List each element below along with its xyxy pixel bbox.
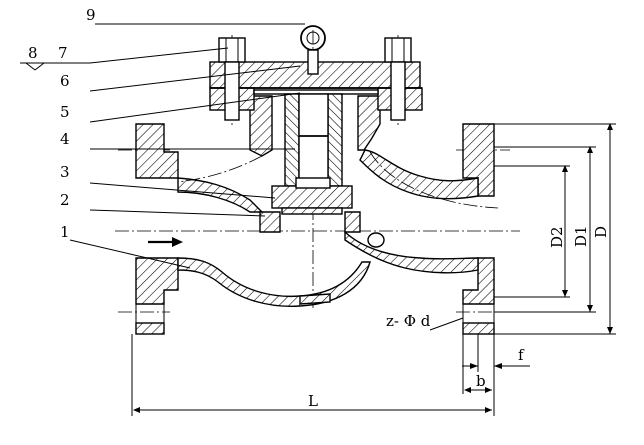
- part-numbers: 9 8 7 6 5 4 3 2 1: [28, 6, 96, 241]
- eye-bolt: [300, 25, 326, 75]
- part-label-5: 5: [60, 103, 70, 121]
- dim-label-D1: D1: [572, 225, 590, 247]
- right-flange: [462, 123, 495, 335]
- part-label-2: 2: [60, 191, 70, 209]
- part-label-1: 1: [60, 223, 70, 241]
- dim-label-D2: D2: [548, 226, 566, 248]
- dim-label-bolt-holes: z- Φ d: [386, 312, 431, 330]
- dim-label-b: b: [476, 372, 486, 390]
- dim-label-L: L: [308, 392, 318, 410]
- leader-lines: [20, 23, 464, 331]
- left-flange: [135, 123, 179, 335]
- dim-label-D: D: [592, 226, 610, 238]
- part-label-3: 3: [60, 163, 70, 181]
- part-label-9: 9: [86, 6, 96, 24]
- disc: [271, 177, 353, 215]
- part-label-8: 8: [28, 44, 38, 62]
- part-label-6: 6: [60, 72, 70, 90]
- part-label-7: 7: [58, 44, 68, 62]
- part-label-4: 4: [60, 130, 70, 148]
- stem-guide: [284, 93, 343, 187]
- bolts: [218, 37, 412, 121]
- dimension-lines: [131, 123, 616, 416]
- flow-arrow: [148, 237, 183, 247]
- valve-body: [177, 95, 479, 307]
- dimension-labels: D2 D1 D L b f z- Φ d: [308, 225, 610, 410]
- dim-label-f: f: [518, 346, 525, 364]
